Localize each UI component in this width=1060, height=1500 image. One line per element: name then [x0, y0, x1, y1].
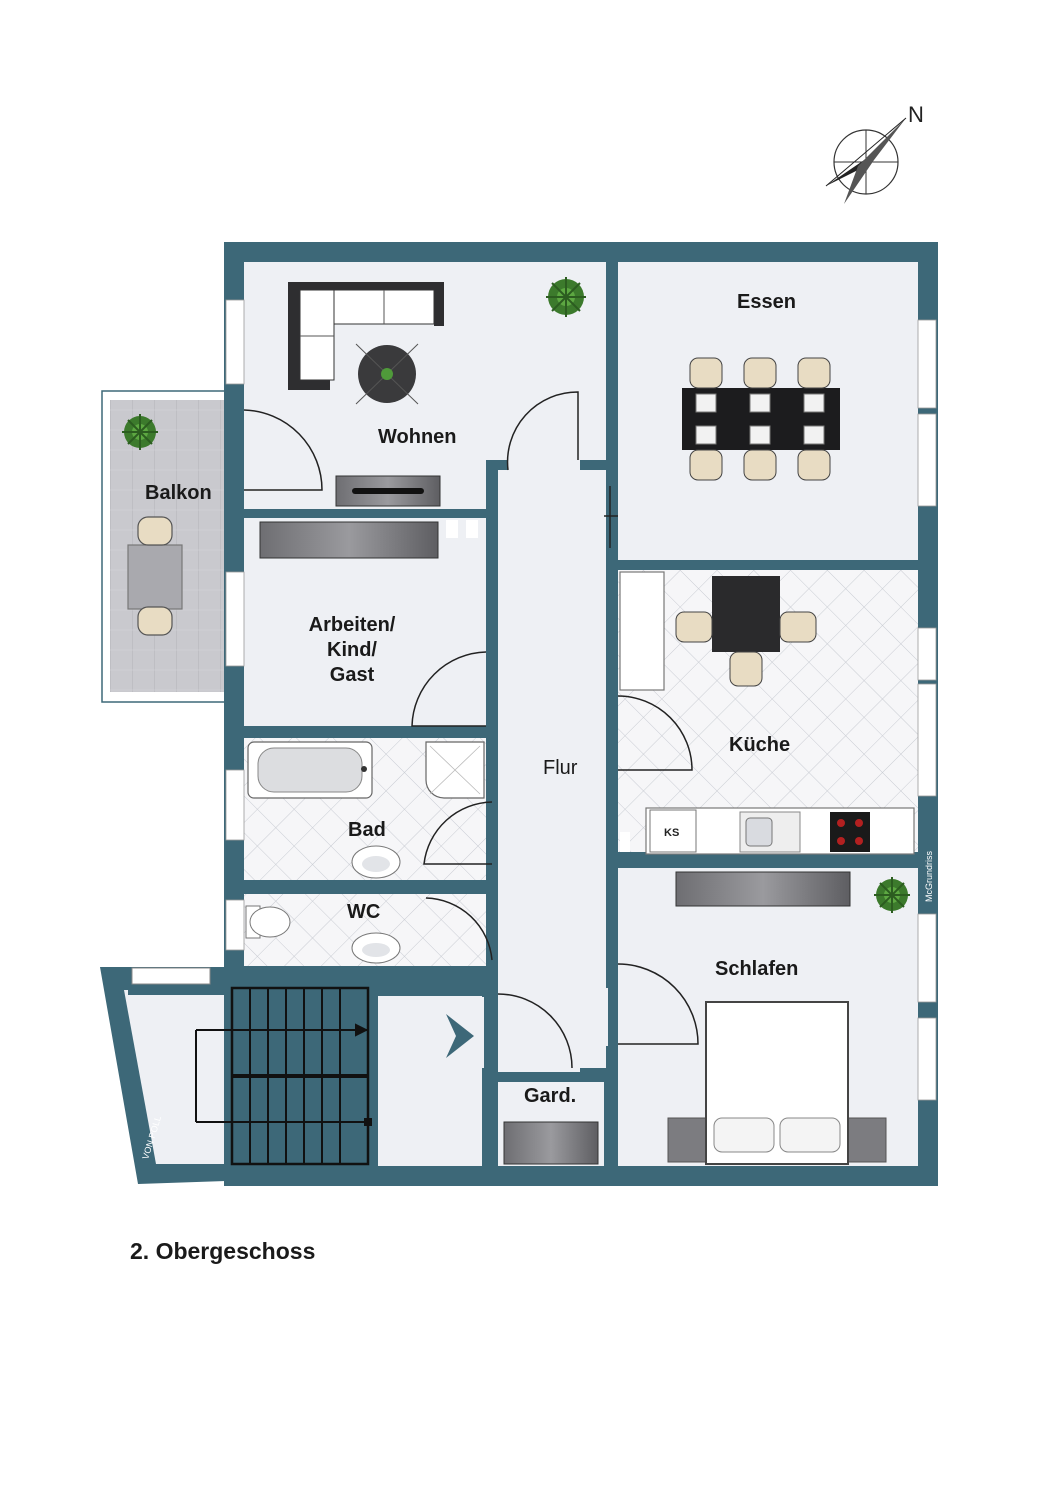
shower-tray [425, 741, 485, 799]
compass-north-label: N [908, 102, 924, 127]
label-essen: Essen [737, 291, 796, 313]
dining-table [682, 357, 840, 481]
label-schlafen: Schlafen [715, 958, 798, 980]
label-gard: Gard. [524, 1085, 576, 1107]
kitchen-cabinet [619, 571, 665, 691]
label-flur: Flur [543, 757, 578, 779]
label-kueche: Küche [729, 734, 790, 756]
toilet [245, 905, 291, 939]
wohnen-plant-icon [546, 277, 586, 317]
interior-walls [236, 262, 918, 1172]
bathtub [247, 741, 373, 799]
label-arbeiten-line1: Arbeiten/ [309, 614, 396, 636]
label-balkon: Balkon [145, 482, 212, 504]
kitchen-table [675, 576, 817, 687]
mcgrundriss-credit: McGrundriss [924, 850, 934, 902]
label-wc: WC [347, 901, 380, 923]
windows [225, 299, 937, 1101]
tv-sideboard [335, 475, 441, 507]
label-bad: Bad [348, 819, 386, 841]
garderobe-cabinet [503, 1121, 599, 1165]
balcony-plant-icon [122, 414, 158, 450]
coffee-table [355, 343, 419, 405]
label-arbeiten-line2: Kind/ [327, 639, 377, 661]
sofa [288, 282, 444, 390]
label-arbeiten-line3: Gast [330, 664, 375, 686]
room-labels: Wohnen Essen Balkon Arbeiten/ Kind/ Gast… [145, 291, 798, 1107]
staircase [195, 986, 372, 1166]
wc-washbasin [351, 932, 401, 964]
wardrobe [675, 871, 851, 907]
label-wohnen: Wohnen [378, 426, 457, 448]
door-swings [243, 391, 699, 1069]
entrance-arrow-icon [446, 1014, 474, 1058]
schlafen-plant-icon [874, 877, 910, 913]
bad-washbasin [351, 845, 401, 879]
bed [667, 1001, 887, 1165]
kitchen-counter: KS [620, 807, 915, 855]
desk [259, 521, 439, 559]
floor-title: 2. Obergeschoss [130, 1238, 316, 1264]
fridge-label: KS [664, 827, 679, 839]
balcony [101, 390, 231, 703]
compass: N [825, 102, 924, 204]
